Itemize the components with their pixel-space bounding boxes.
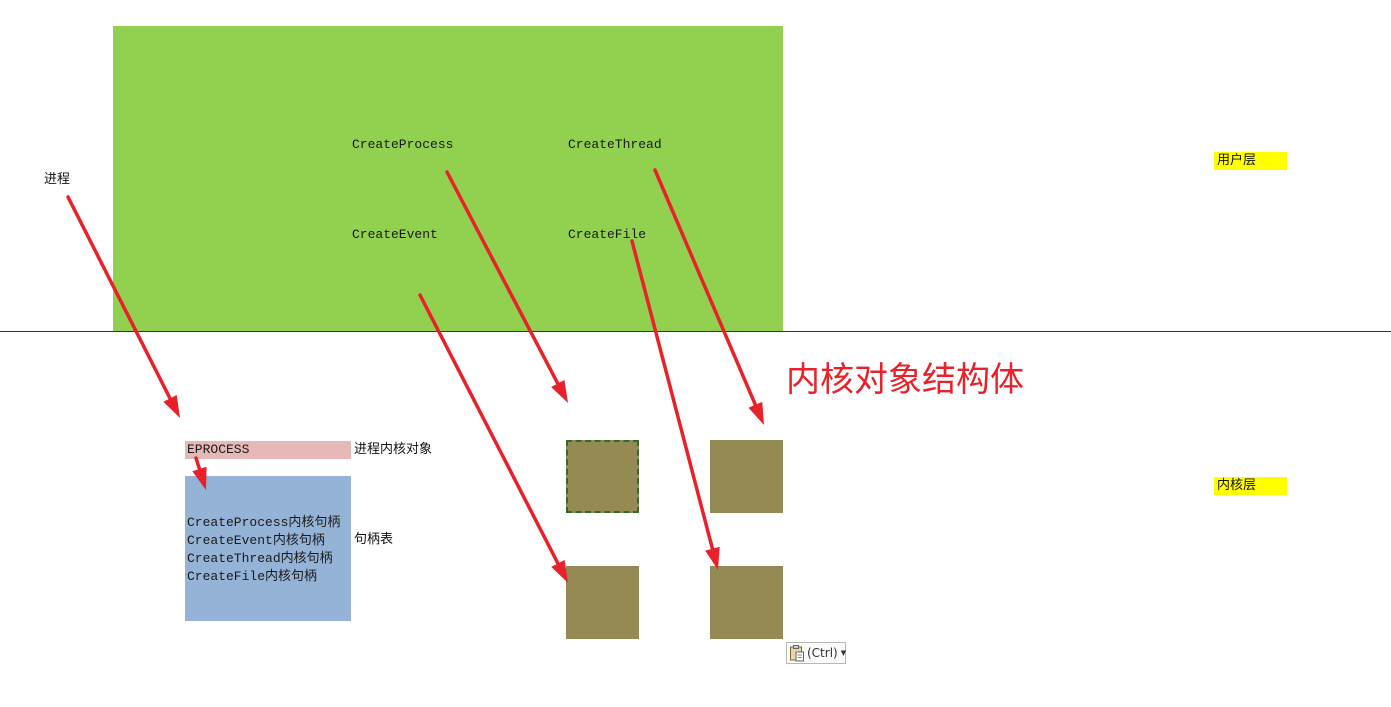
handle-entry: CreateProcess内核句柄 — [187, 515, 341, 530]
kernel-object-event — [566, 566, 639, 639]
layer-divider — [0, 331, 1391, 332]
kernel-layer-badge: 内核层 — [1214, 477, 1287, 495]
api-create-process: CreateProcess — [352, 137, 454, 152]
process-label: 进程 — [44, 172, 71, 187]
api-create-event: CreateEvent — [352, 227, 438, 242]
process-kernel-object-label: 进程内核对象 — [354, 442, 433, 457]
user-layer-badge: 用户层 — [1214, 152, 1287, 170]
paste-options-button[interactable]: (Ctrl) ▼ — [786, 642, 846, 664]
kernel-object-process[interactable] — [566, 440, 639, 513]
api-create-file: CreateFile — [568, 227, 647, 242]
api-create-thread: CreateThread — [568, 137, 662, 152]
kernel-object-struct-title: 内核对象结构体 — [786, 360, 1024, 400]
eprocess-box — [185, 441, 351, 459]
handle-entry: CreateThread内核句柄 — [187, 551, 333, 566]
handle-table-box — [185, 476, 351, 621]
kernel-object-file — [710, 566, 783, 639]
user-layer-area — [113, 26, 783, 332]
paste-options-label: (Ctrl) — [807, 646, 838, 660]
kernel-object-thread — [710, 440, 783, 513]
chevron-down-icon: ▼ — [840, 649, 847, 657]
clipboard-icon — [789, 644, 805, 662]
eprocess-label: EPROCESS — [187, 442, 250, 457]
handle-entry: CreateEvent内核句柄 — [187, 533, 325, 548]
handle-table-label: 句柄表 — [354, 532, 394, 547]
arrow-createevent-to-object — [418, 293, 568, 583]
handle-entry: CreateFile内核句柄 — [187, 569, 318, 584]
handle-table-entries: CreateProcess内核句柄 CreateEvent内核句柄 Create… — [187, 514, 340, 586]
